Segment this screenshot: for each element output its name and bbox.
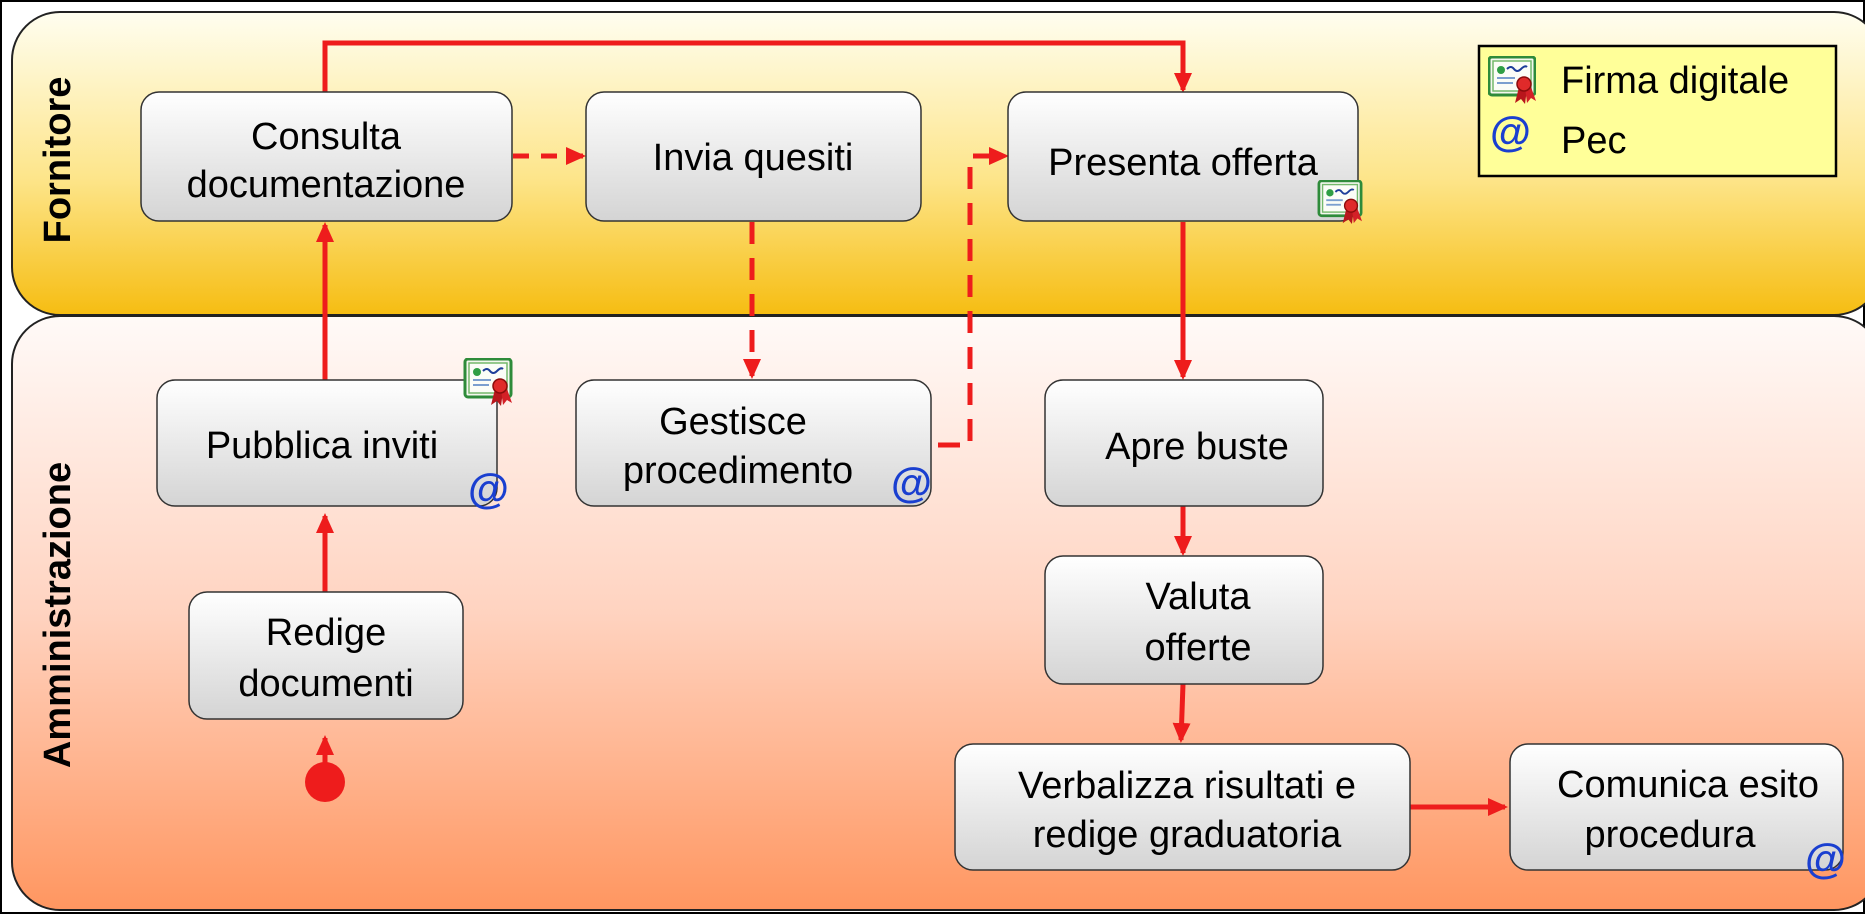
node-verbalizza: Verbalizza risultati e redige graduatori… — [954, 743, 1411, 871]
node-verbalizza-line1: Verbalizza risultati e — [1018, 765, 1356, 807]
at-icon: @ — [1805, 835, 1846, 882]
node-invia: Invia quesiti — [585, 91, 922, 222]
at-icon: @ — [1490, 108, 1531, 155]
node-apre-label: Apre buste — [1105, 426, 1289, 468]
connectors — [316, 40, 1508, 816]
node-presenta-label: Presenta offerta — [1048, 142, 1319, 184]
at-icon: @ — [891, 459, 932, 506]
node-gestisce-line2: procedimento — [623, 450, 853, 492]
lane-label-fornitore: Fornitore — [37, 77, 79, 244]
legend-pec-label: Pec — [1561, 120, 1626, 162]
node-apre: Apre buste — [1044, 379, 1324, 507]
node-valuta: Valuta offerte — [1044, 555, 1324, 685]
node-consulta-line1: Consulta — [251, 116, 402, 158]
node-consulta-line2: documentazione — [187, 164, 466, 206]
node-invia-label: Invia quesiti — [653, 137, 854, 179]
arrow-gestisce-presenta — [938, 147, 1009, 448]
node-pubblica-label: Pubblica inviti — [206, 425, 438, 467]
node-consulta: Consulta documentazione — [140, 91, 513, 222]
node-comunica-line2: procedura — [1584, 814, 1756, 856]
node-comunica: Comunica esito procedura @ — [1509, 743, 1846, 882]
lane-label-amministrazione: Amministrazione — [37, 462, 79, 768]
at-icon: @ — [468, 465, 509, 512]
node-redige-line1: Redige — [266, 612, 386, 654]
legend: Firma digitale @ Pec — [1477, 44, 1838, 178]
legend-firma-label: Firma digitale — [1561, 60, 1789, 102]
node-comunica-line1: Comunica esito — [1557, 764, 1819, 806]
node-verbalizza-line2: redige graduatoria — [1033, 814, 1342, 856]
node-redige-line2: documenti — [238, 663, 413, 705]
start-node — [305, 762, 345, 802]
node-valuta-line1: Valuta — [1146, 576, 1252, 618]
arrow-valuta-verbalizza — [1172, 683, 1191, 743]
node-pubblica: Pubblica inviti @ — [156, 358, 514, 512]
node-presenta: Presenta offerta — [1007, 91, 1364, 224]
arrow-consulta-presenta — [322, 40, 1192, 95]
legend-box — [1477, 44, 1838, 178]
process-boxes: Consulta documentazione Invia quesiti Pr… — [140, 91, 1846, 882]
node-gestisce-line1: Gestisce — [659, 401, 807, 443]
node-gestisce: Gestisce procedimento @ — [575, 379, 932, 507]
node-redige: Redige documenti — [188, 591, 464, 720]
node-valuta-line2: offerte — [1144, 627, 1251, 669]
